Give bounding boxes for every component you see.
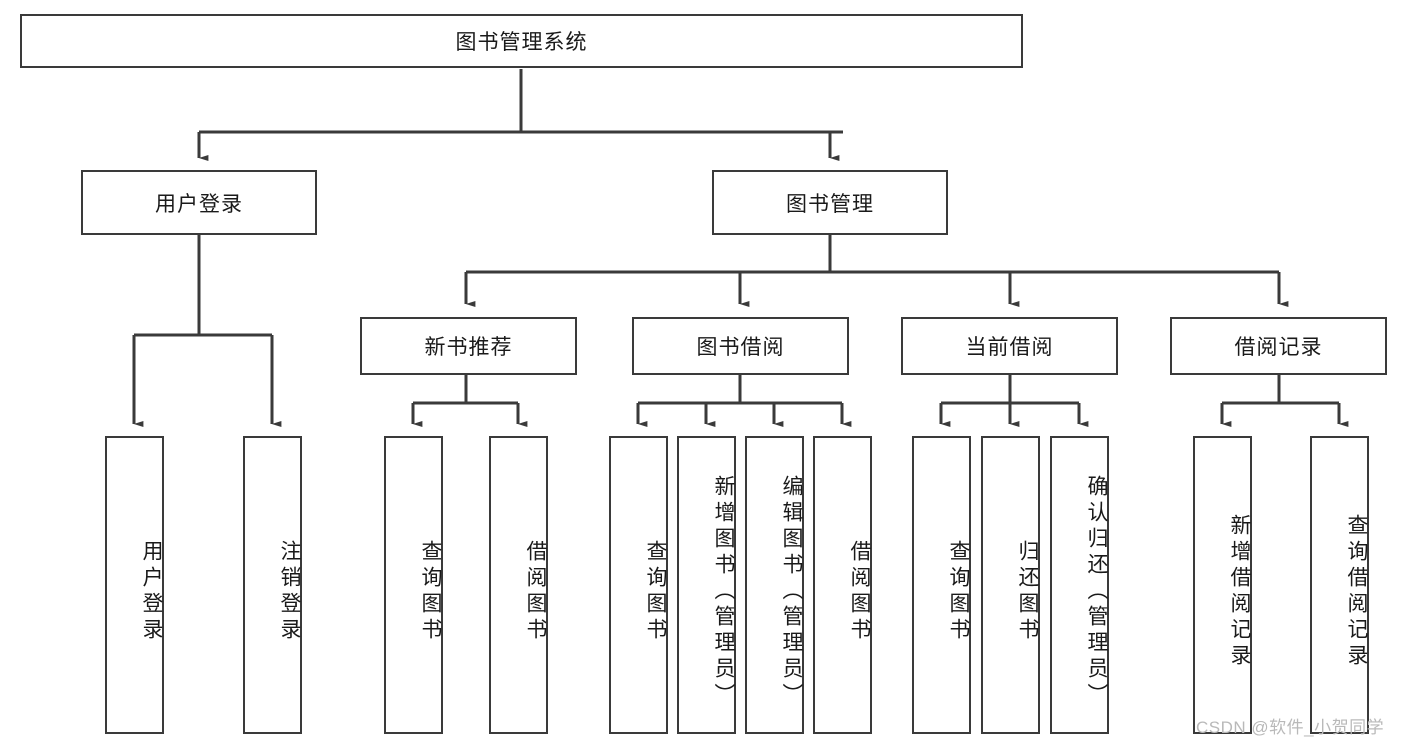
- leaf-borrow-edit-book[interactable]: 编辑图书（管理员）: [745, 436, 804, 734]
- leaf-borrow-lend-book[interactable]: 借阅图书: [813, 436, 872, 734]
- node-book-borrow-label: 图书借阅: [696, 336, 785, 359]
- leaf-current-confirm-return-label: 确认归还（管理员）: [1085, 475, 1108, 709]
- node-root-label: 图书管理系统: [455, 31, 588, 54]
- leaf-newbook-borrow[interactable]: 借阅图书: [489, 436, 548, 734]
- node-book-management-label: 图书管理: [786, 192, 874, 216]
- leaf-borrow-query[interactable]: 查询图书: [609, 436, 668, 734]
- leaf-user-login[interactable]: 用户登录: [105, 436, 164, 734]
- node-borrow-records[interactable]: 借阅记录: [1170, 317, 1387, 375]
- leaf-newbook-borrow-label: 借阅图书: [524, 540, 547, 644]
- leaf-records-add[interactable]: 新增借阅记录: [1193, 436, 1252, 734]
- leaf-user-logout[interactable]: 注销登录: [243, 436, 302, 734]
- leaf-user-logout-label: 注销登录: [278, 540, 301, 644]
- leaf-records-query[interactable]: 查询借阅记录: [1310, 436, 1369, 734]
- node-new-book-recommend-label: 新书推荐: [424, 336, 513, 359]
- leaf-borrow-add-book[interactable]: 新增图书（管理员）: [677, 436, 736, 734]
- node-current-borrow-label: 当前借阅: [965, 336, 1054, 359]
- leaf-current-return[interactable]: 归还图书: [981, 436, 1040, 734]
- csdn-watermark: CSDN @软件_小贺同学: [1196, 718, 1385, 737]
- node-borrow-records-label: 借阅记录: [1234, 336, 1323, 359]
- node-book-borrow[interactable]: 图书借阅: [632, 317, 849, 375]
- node-user-login-label: 用户登录: [155, 192, 243, 216]
- leaf-borrow-query-label: 查询图书: [644, 540, 667, 644]
- leaf-newbook-query-label: 查询图书: [419, 540, 442, 644]
- leaf-newbook-query[interactable]: 查询图书: [384, 436, 443, 734]
- leaf-current-confirm-return[interactable]: 确认归还（管理员）: [1050, 436, 1109, 734]
- node-root[interactable]: 图书管理系统: [20, 14, 1023, 68]
- leaf-borrow-edit-book-label: 编辑图书（管理员）: [780, 475, 803, 709]
- node-current-borrow[interactable]: 当前借阅: [901, 317, 1118, 375]
- leaf-user-login-label: 用户登录: [140, 540, 163, 644]
- node-new-book-recommend[interactable]: 新书推荐: [360, 317, 577, 375]
- leaf-records-add-label: 新增借阅记录: [1228, 514, 1251, 670]
- leaf-records-query-label: 查询借阅记录: [1345, 514, 1368, 670]
- node-user-login[interactable]: 用户登录: [81, 170, 317, 235]
- leaf-borrow-add-book-label: 新增图书（管理员）: [712, 475, 735, 709]
- leaf-current-query-label: 查询图书: [947, 540, 970, 644]
- node-book-management[interactable]: 图书管理: [712, 170, 948, 235]
- leaf-current-return-label: 归还图书: [1016, 540, 1039, 644]
- leaf-borrow-lend-book-label: 借阅图书: [848, 540, 871, 644]
- leaf-current-query[interactable]: 查询图书: [912, 436, 971, 734]
